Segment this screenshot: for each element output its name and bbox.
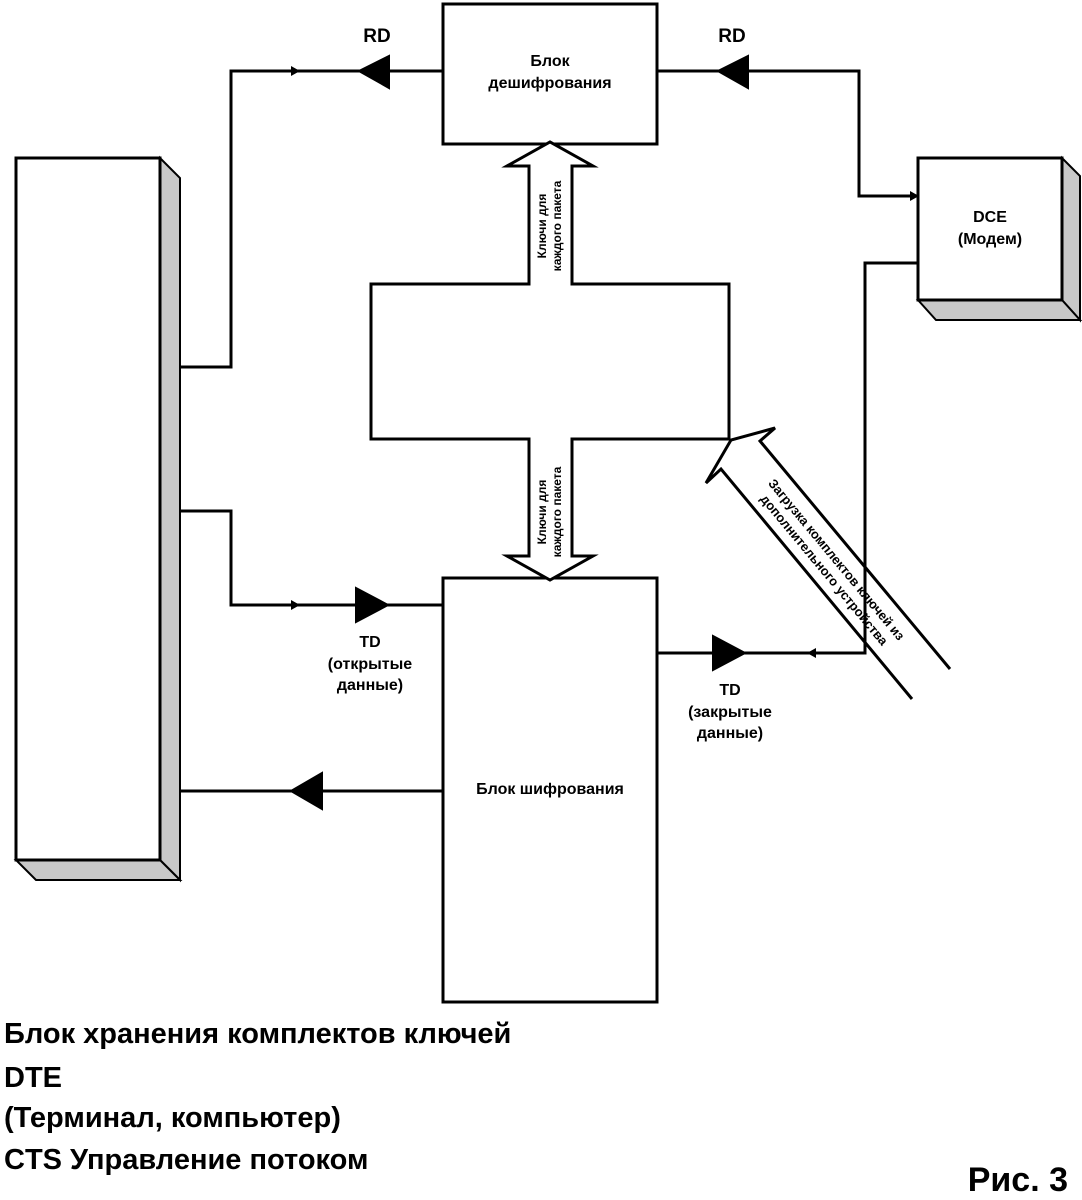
keys-lower-line2: каждого пакета bbox=[550, 466, 564, 557]
decrypt-block: Блок дешифрования bbox=[441, 2, 659, 146]
keys-upper-line2: каждого пакета bbox=[550, 180, 564, 271]
td-open-line bbox=[180, 509, 443, 607]
return-triangle bbox=[289, 771, 323, 811]
decrypt-label-line1: Блок bbox=[530, 53, 570, 70]
footer-line-3: (Терминал, компьютер) bbox=[4, 1102, 341, 1134]
key-load-line2: дополнительного устройства bbox=[757, 491, 891, 648]
rd-left-triangle bbox=[356, 54, 390, 90]
dce-label-line1: DCE bbox=[973, 209, 1007, 226]
keys-lower-line1: Ключи для bbox=[535, 480, 549, 545]
key-load-line1: Загрузка комплектов ключей из bbox=[765, 476, 908, 644]
td-open-line3: данные) bbox=[337, 677, 403, 694]
key-load-arrow bbox=[704, 426, 952, 700]
rd-line-right bbox=[657, 69, 918, 198]
keys-upper-line1: Ключи для bbox=[535, 194, 549, 259]
rd-line-left bbox=[180, 69, 443, 369]
marker-td-open bbox=[291, 600, 300, 610]
td-closed-label: TD (закрытые данные) bbox=[688, 682, 772, 742]
td-closed-line2: (закрытые bbox=[688, 704, 772, 721]
dte-block bbox=[13, 155, 183, 883]
footer-line-1: Блок хранения комплектов ключей bbox=[4, 1018, 512, 1050]
direction-triangles bbox=[289, 54, 749, 811]
line-markers bbox=[291, 66, 919, 658]
td-open-line1: TD bbox=[359, 634, 380, 651]
rd-right-triangle bbox=[715, 54, 749, 90]
encrypt-label: Блок шифрования bbox=[476, 781, 624, 798]
keys-lower-label: Ключи для каждого пакета bbox=[535, 466, 564, 557]
td-closed-line1: TD bbox=[719, 682, 740, 699]
footer-line-4: CTS Управление потоком bbox=[4, 1144, 369, 1176]
td-closed-triangle bbox=[712, 634, 748, 672]
marker-rd-left bbox=[291, 66, 300, 76]
td-open-triangle bbox=[355, 586, 391, 624]
td-closed-line3: данные) bbox=[697, 725, 763, 742]
key-load-label: Загрузка комплектов ключей из дополнител… bbox=[757, 476, 908, 649]
decrypt-label-line2: дешифрования bbox=[488, 75, 611, 92]
dce-block: DCE (Модем) bbox=[915, 155, 1082, 323]
rd-left-label: RD bbox=[363, 26, 390, 47]
td-closed-line bbox=[657, 261, 918, 655]
marker-td-closed bbox=[807, 648, 816, 658]
td-open-label: TD (открытые данные) bbox=[328, 634, 412, 694]
rd-right-label: RD bbox=[718, 26, 745, 47]
dce-label-line2: (Модем) bbox=[958, 231, 1022, 248]
keys-upper-label: Ключи для каждого пакета bbox=[535, 180, 564, 271]
marker-dce-in bbox=[910, 191, 919, 201]
key-storage-block bbox=[369, 140, 731, 582]
footer-line-2: DTE bbox=[4, 1062, 62, 1094]
figure-label: Рис. 3 bbox=[967, 1161, 1068, 1199]
encrypt-block: Блок шифрования bbox=[441, 576, 659, 1004]
td-open-line2: (открытые bbox=[328, 656, 412, 673]
